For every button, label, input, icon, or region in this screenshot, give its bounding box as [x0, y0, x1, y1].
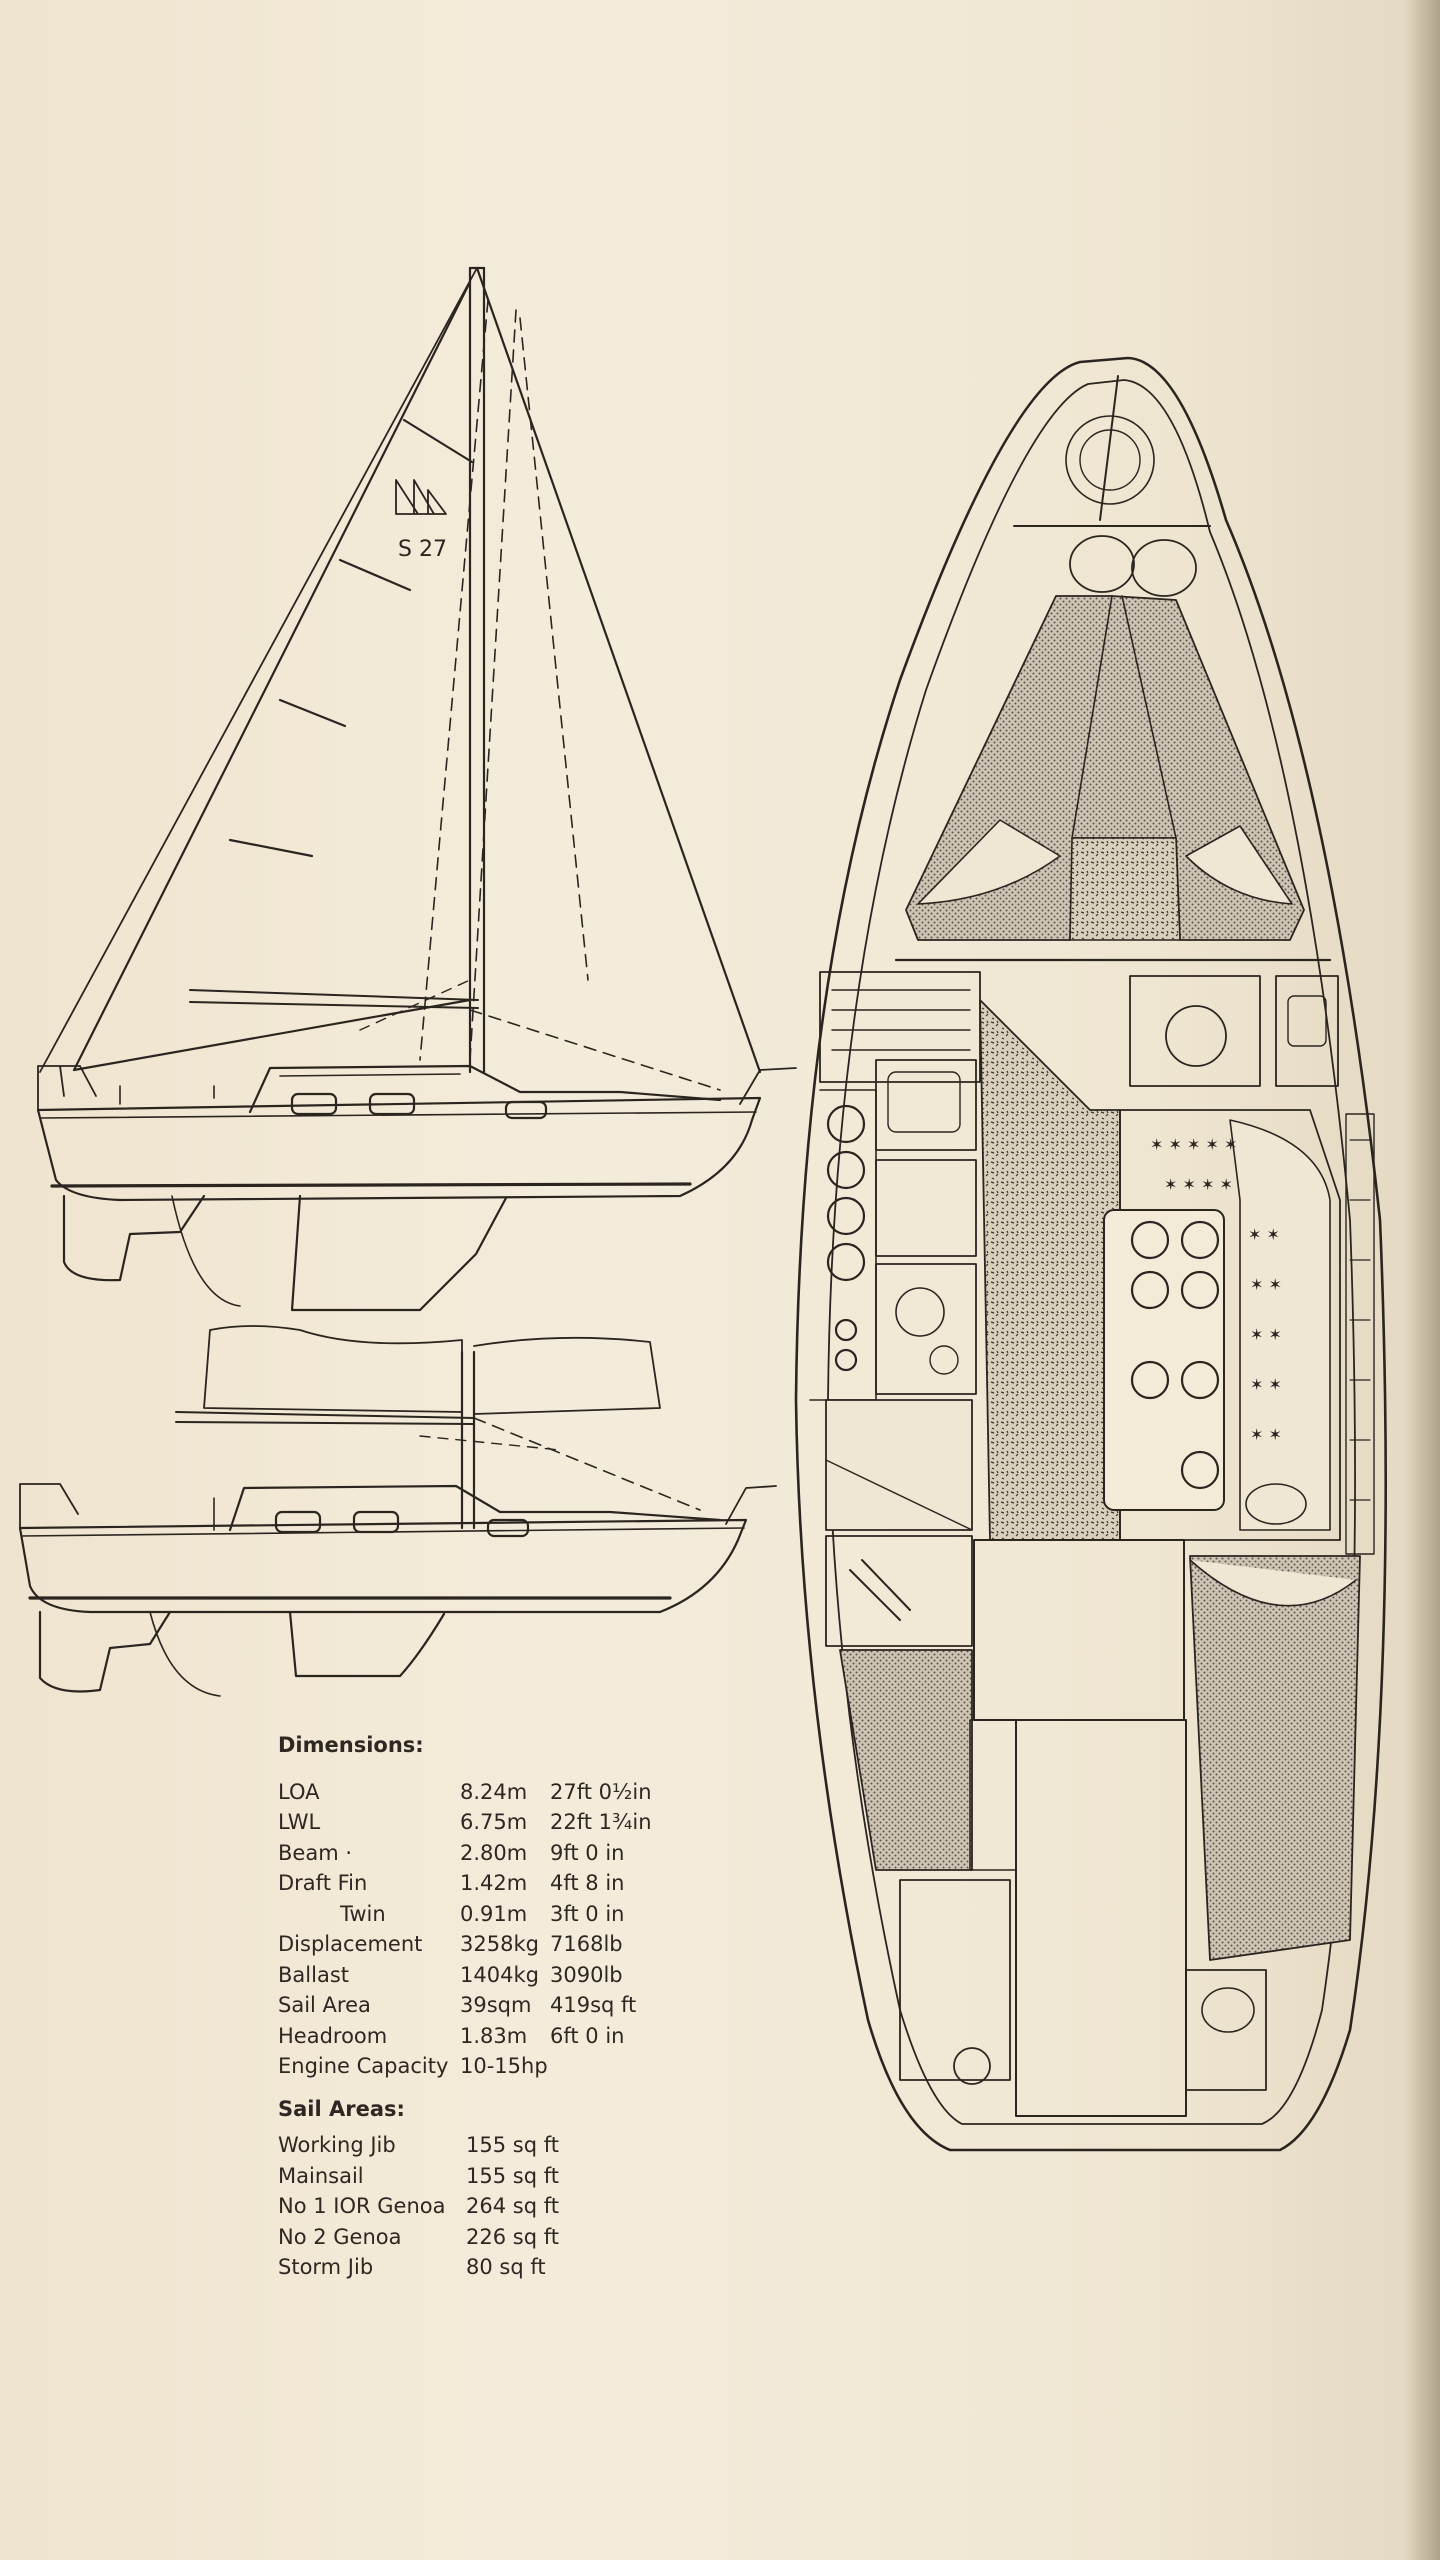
page-edge-shadow: [1404, 0, 1440, 2560]
dimension-metric: 10-15hp: [460, 2054, 548, 2078]
dimension-metric: 1.83m: [460, 2023, 528, 2048]
svg-text:✶ ✶ ✶ ✶: ✶ ✶ ✶ ✶: [1164, 1175, 1233, 1194]
dimension-label: Twin: [340, 1901, 386, 1926]
svg-text:✶ ✶: ✶ ✶: [1250, 1425, 1282, 1444]
dimension-row: Ballast 1404kg 3090lb: [278, 1960, 698, 1991]
dimension-label: LWL: [278, 1810, 321, 1834]
side-elevation-fin-keel: [36, 266, 797, 1312]
dimension-metric: 1404kg: [460, 1962, 539, 1987]
dimension-row: LWL 6.75m 22ft 1¾in: [278, 1807, 698, 1838]
dimension-row: Engine Capacity 10-15hp: [278, 2051, 698, 2082]
dimension-label: Displacement: [278, 1932, 423, 1956]
dimension-row: Beam · 2.80m 9ft 0 in: [278, 1838, 698, 1869]
dimension-imperial: 6ft 0 in: [550, 2023, 625, 2048]
svg-text:✶ ✶: ✶ ✶: [1250, 1275, 1282, 1294]
dimension-row: Twin 0.91m 3ft 0 in: [278, 1899, 698, 1930]
dimension-metric: 8.24m: [460, 1779, 528, 1804]
dimension-imperial: 22ft 1¾in: [550, 1810, 652, 1834]
dimension-imperial: 3ft 0 in: [550, 1901, 625, 1926]
dimension-label: Ballast: [278, 1962, 349, 1987]
svg-text:✶ ✶ ✶ ✶ ✶: ✶ ✶ ✶ ✶ ✶: [1150, 1135, 1237, 1154]
dimension-label: Beam ·: [278, 1840, 353, 1865]
dimension-label: Draft Fin: [278, 1871, 368, 1895]
sail-area-row: No 2 Genoa 226 sq ft: [278, 2222, 698, 2253]
sail-area-value: 155 sq ft: [466, 2133, 559, 2157]
dimension-metric: 3258kg: [460, 1932, 539, 1956]
sail-areas-heading: Sail Areas:: [278, 2096, 405, 2121]
side-elevation-twin-keel: [18, 1325, 777, 1697]
dimension-metric: 1.42m: [460, 1871, 528, 1895]
dimension-row: Draft Fin 1.42m 4ft 8 in: [278, 1868, 698, 1899]
dimension-metric: 2.80m: [460, 1840, 528, 1865]
sail-area-row: Working Jib 155 sq ft: [278, 2130, 698, 2161]
dimension-metric: 6.75m: [460, 1810, 528, 1834]
svg-text:✶ ✶: ✶ ✶: [1250, 1375, 1282, 1394]
sail-area-label: Working Jib: [278, 2133, 396, 2157]
svg-text:✶ ✶: ✶ ✶: [1248, 1225, 1280, 1244]
sail-area-row: No 1 IOR Genoa 264 sq ft: [278, 2191, 698, 2222]
dimension-label: Sail Area: [278, 1993, 371, 2017]
sail-areas-list: Working Jib 155 sq ft Mainsail 155 sq ft No …: [278, 2130, 698, 2283]
sail-area-label: Mainsail: [278, 2163, 364, 2188]
dimension-row: LOA 8.24m 27ft 0½in: [278, 1777, 698, 1808]
sail-number: S 27: [398, 537, 447, 562]
sail-area-value: 155 sq ft: [466, 2163, 559, 2188]
dimension-label: LOA: [278, 1779, 320, 1804]
sail-area-row: Mainsail 155 sq ft: [278, 2161, 698, 2192]
dimension-row: Displacement 3258kg 7168lb: [278, 1929, 698, 1960]
dimension-imperial: 419sq ft: [550, 1993, 637, 2017]
dimension-metric: 39sqm: [460, 1993, 532, 2017]
accommodation-plan: [794, 356, 1388, 2152]
dimension-label: Headroom: [278, 2023, 388, 2048]
dimension-metric: 0.91m: [460, 1901, 528, 1926]
dimension-imperial: 27ft 0½in: [550, 1779, 652, 1804]
sail-area-value: 80 sq ft: [466, 2255, 546, 2279]
sail-area-label: Storm Jib: [278, 2255, 374, 2279]
sail-area-row: Storm Jib 80 sq ft: [278, 2252, 698, 2283]
sail-area-label: No 2 Genoa: [278, 2224, 402, 2249]
dimension-row: Headroom 1.83m 6ft 0 in: [278, 2021, 698, 2052]
dimensions-heading: Dimensions:: [278, 1733, 424, 1757]
dimension-label: Engine Capacity: [278, 2054, 449, 2078]
sail-area-value: 226 sq ft: [466, 2224, 559, 2249]
dimension-imperial: 3090lb: [550, 1962, 623, 1987]
sail-area-label: No 1 IOR Genoa: [278, 2194, 446, 2218]
sail-area-value: 264 sq ft: [466, 2194, 559, 2218]
settee-pattern: ✶ ✶ ✶ ✶ ✶ ✶ ✶ ✶ ✶ ✶ ✶ ✶ ✶ ✶ ✶ ✶ ✶ ✶ ✶: [1150, 1135, 1282, 1444]
svg-text:✶ ✶: ✶ ✶: [1250, 1325, 1282, 1344]
dimension-row: Sail Area 39sqm 419sq ft: [278, 1990, 698, 2021]
dimension-imperial: 7168lb: [550, 1932, 623, 1956]
dimension-imperial: 9ft 0 in: [550, 1840, 625, 1865]
dimension-imperial: 4ft 8 in: [550, 1871, 625, 1895]
